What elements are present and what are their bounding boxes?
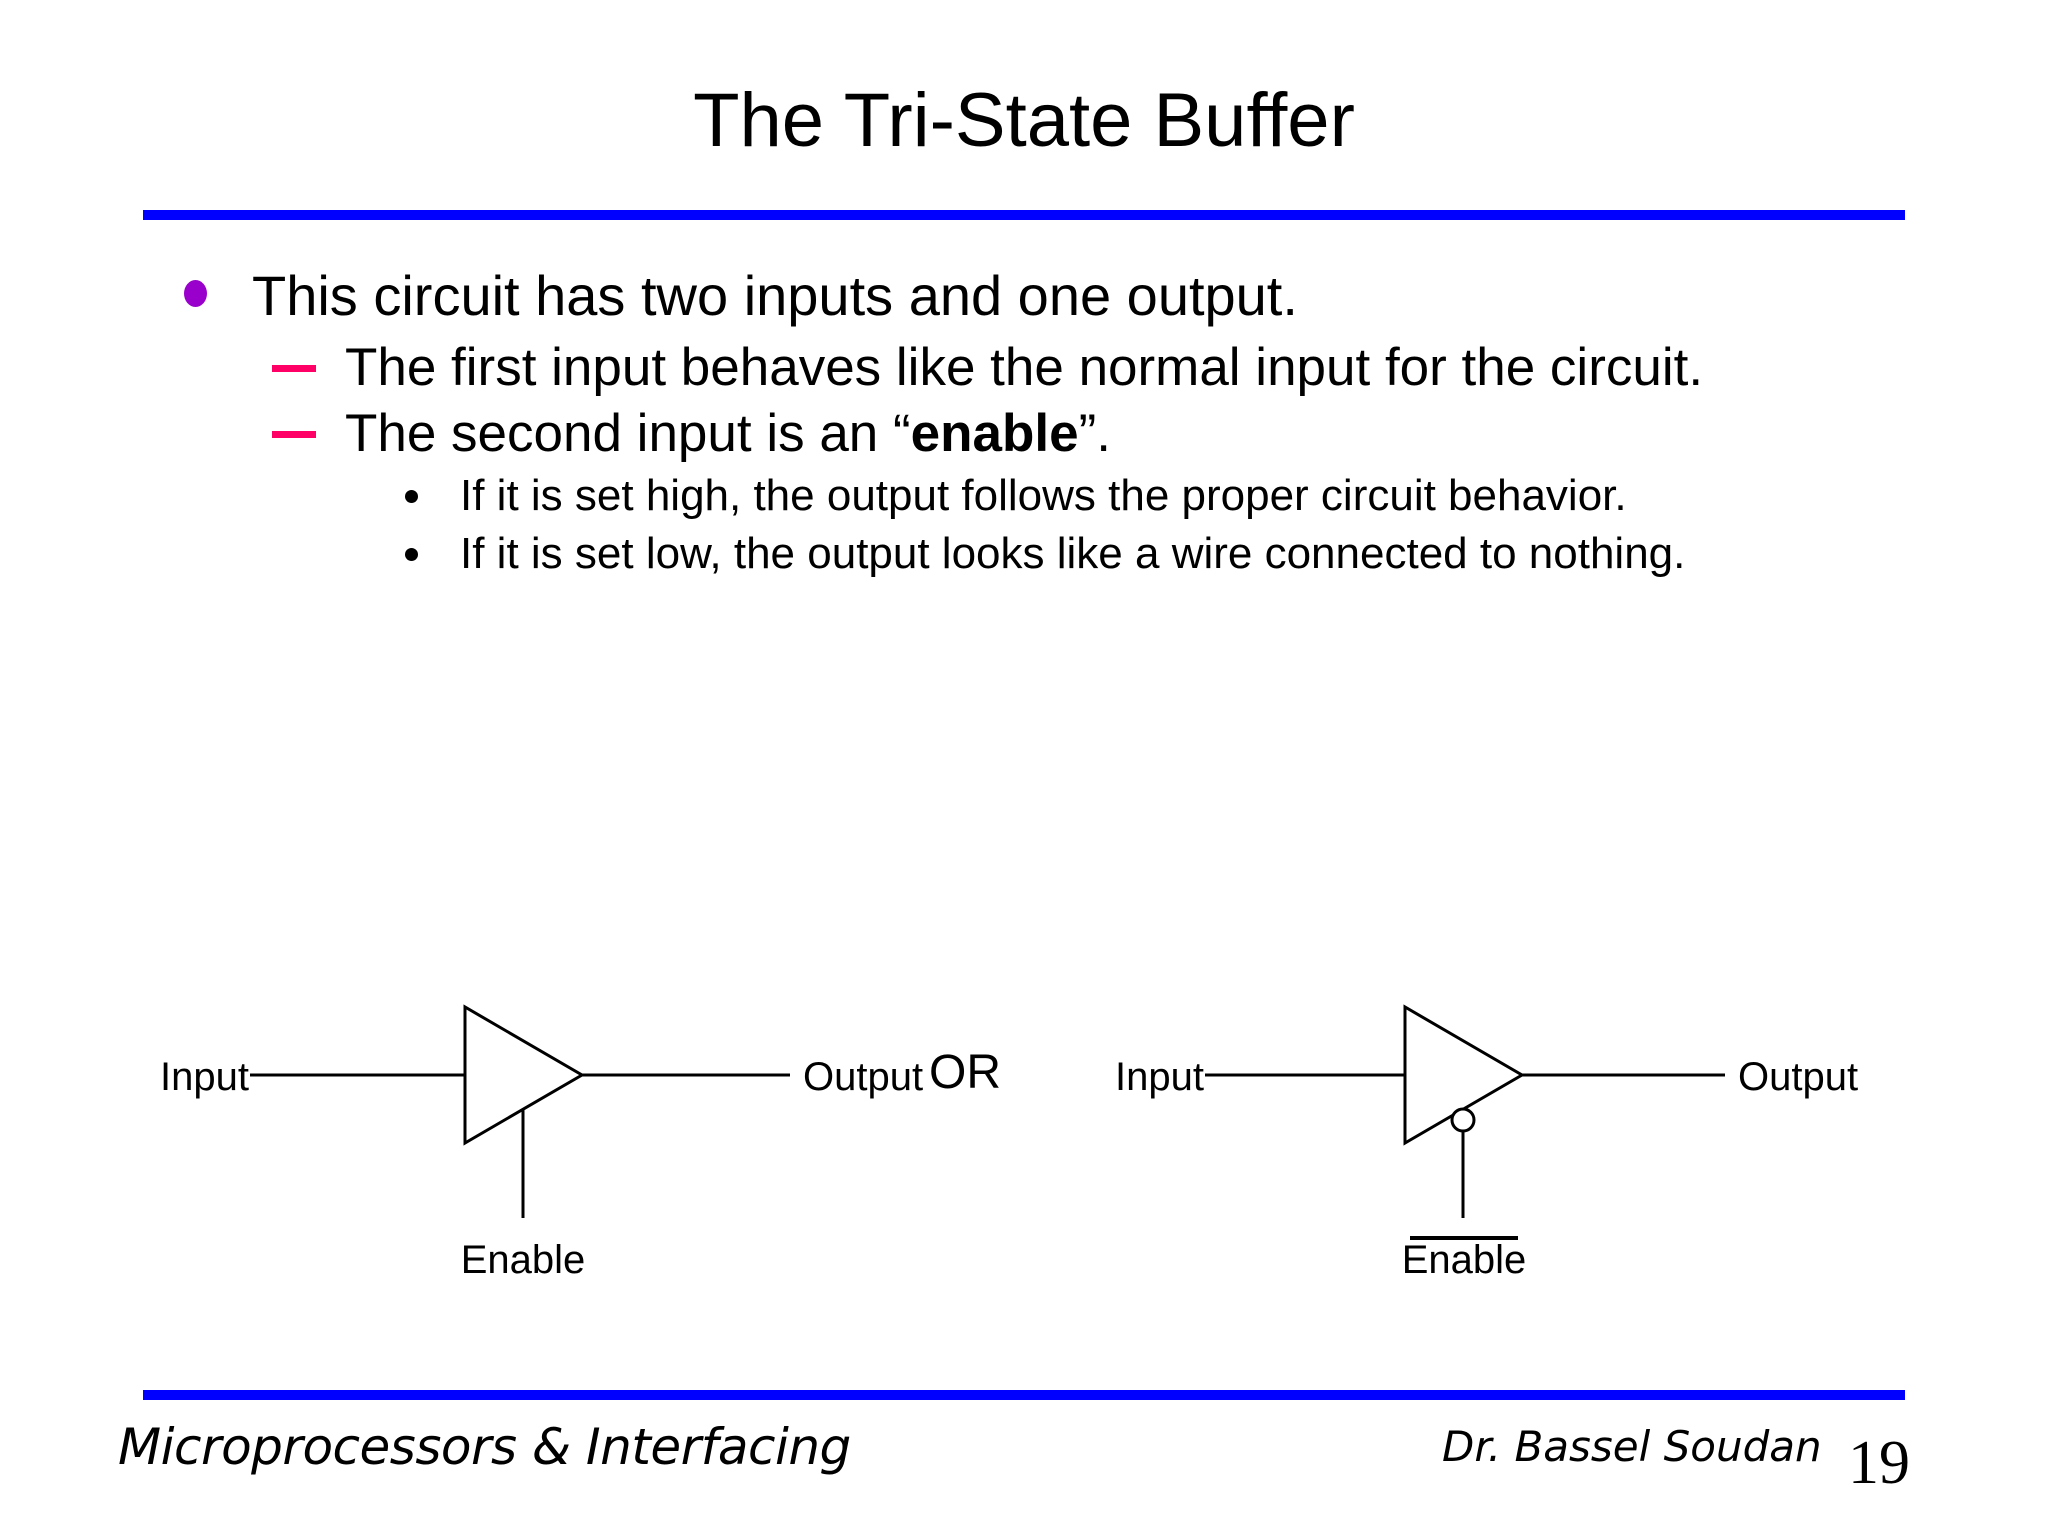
bullet-small-dot-icon (405, 490, 418, 503)
or-separator-label: OR (929, 1046, 1001, 1099)
slide-body: This circuit has two inputs and one outp… (160, 262, 1950, 584)
bullet-level2-item-first-input: The first input behaves like the normal … (160, 336, 1950, 400)
input-label-left: Input (160, 1055, 249, 1099)
bullet-level3-text: If it is set high, the output follows th… (460, 471, 1627, 520)
footer-divider-rule (143, 1390, 1905, 1400)
bullet-level1-text: This circuit has two inputs and one outp… (252, 264, 1298, 327)
output-label-left: Output (803, 1055, 923, 1099)
bullet-level2-text-prefix: The second input is an “ (345, 404, 911, 463)
enable-label-right: Enable (1402, 1238, 1527, 1282)
tristate-buffer-active-high-diagram: Input Output Enable (160, 1004, 923, 1282)
bullet-level2-text: The first input behaves like the normal … (345, 338, 1704, 397)
input-label-right: Input (1115, 1055, 1204, 1099)
tristate-buffer-active-low-diagram: Input Output Enable (1115, 1004, 1858, 1282)
bullet-dot-icon (184, 280, 207, 307)
circuit-diagram-figure: Input Output Enable OR Input (140, 960, 1940, 1360)
bullet-level2-text-emphasis: enable (910, 404, 1079, 463)
footer-author-name: Dr. Bassel Soudan (1442, 1422, 1822, 1471)
page-title: The Tri-State Buffer (693, 78, 1355, 163)
bullet-level3-text: If it is set low, the output looks like … (460, 529, 1686, 578)
bullet-level2-text-suffix: ”. (1078, 404, 1111, 463)
footer-course-title: Microprocessors & Interfacing (118, 1418, 851, 1476)
footer-page-number: 19 (1848, 1429, 1910, 1497)
bullet-dash-icon (272, 365, 316, 372)
bullet-dash-icon (272, 431, 316, 438)
enable-label-left: Enable (461, 1238, 586, 1282)
output-label-right: Output (1738, 1055, 1858, 1099)
bullet-small-dot-icon (405, 548, 418, 561)
bullet-level3-item-set-low: If it is set low, the output looks like … (160, 526, 1950, 582)
header-divider-rule (143, 210, 1905, 220)
bullet-level3-item-set-high: If it is set high, the output follows th… (160, 468, 1950, 524)
inversion-bubble-icon (1450, 1107, 1476, 1133)
bullet-level1-item: This circuit has two inputs and one outp… (160, 262, 1950, 330)
bullet-level2-item-second-input: The second input is an “enable”. (160, 402, 1950, 466)
